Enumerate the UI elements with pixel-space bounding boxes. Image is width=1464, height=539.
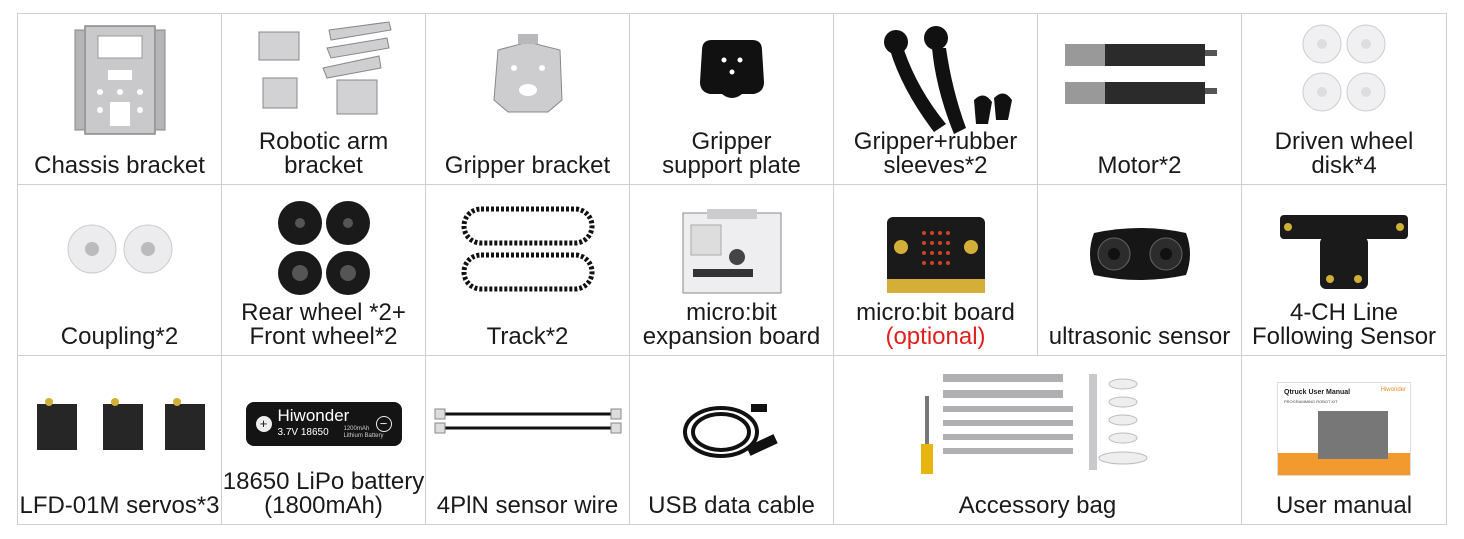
expansion-board-image bbox=[682, 209, 781, 294]
part-label: Accessory bag bbox=[958, 492, 1117, 519]
part-cell-ultrasonic-sensor: ultrasonic sensor bbox=[1038, 185, 1242, 356]
part-cell-gripper-bracket: Gripper bracket bbox=[426, 14, 630, 185]
part-cell-motor: Motor*2 bbox=[1038, 14, 1242, 185]
part-label: USB data cable bbox=[648, 492, 815, 519]
gripper-bracket-image bbox=[492, 34, 563, 113]
optional-note: (optional) bbox=[885, 323, 986, 350]
robotic-arm-bracket-image bbox=[258, 21, 392, 115]
part-label: Coupling*2 bbox=[60, 323, 179, 350]
wheels-image bbox=[277, 201, 370, 295]
part-cell-sensor-wire: 4PlN sensor wire bbox=[426, 356, 630, 525]
minus-icon: − bbox=[375, 416, 392, 432]
battery-capacity: 1200mAh bbox=[343, 426, 370, 432]
part-label: User manual bbox=[1275, 492, 1413, 519]
battery-type: Lithium Battery bbox=[343, 433, 384, 439]
manual-robot-photo bbox=[1318, 411, 1388, 459]
part-cell-track: Track*2 bbox=[426, 185, 630, 356]
part-cell-coupling: Coupling*2 bbox=[18, 185, 222, 356]
part-label: Rear wheel *2+Front wheel*2 bbox=[241, 299, 406, 350]
user-manual-image: Qtruck User Manual PROGRAMMING ROBOT KIT… bbox=[1277, 382, 1411, 476]
part-cell-servos: LFD-01M servos*3 bbox=[18, 356, 222, 525]
part-cell-microbit-board: micro:bit board(optional) bbox=[834, 185, 1038, 356]
track-image bbox=[461, 206, 594, 292]
accessory-bag-image bbox=[920, 374, 1147, 474]
part-label: 18650 LiPo battery(1800mAh) bbox=[222, 468, 425, 519]
part-label: micro:bit board(optional) bbox=[834, 301, 1037, 349]
chassis-bracket-image bbox=[74, 25, 165, 135]
part-cell-usb-cable: USB data cable bbox=[630, 356, 834, 525]
part-label: Motor*2 bbox=[1097, 152, 1182, 179]
manual-title: Qtruck User Manual bbox=[1284, 389, 1351, 396]
part-label: LFD-01M servos*3 bbox=[19, 492, 220, 519]
driven-wheel-disk-image bbox=[1302, 24, 1386, 112]
motor-image bbox=[1064, 44, 1217, 104]
usb-cable-image bbox=[682, 404, 778, 458]
part-cell-wheels: Rear wheel *2+Front wheel*2 bbox=[222, 185, 426, 356]
part-cell-chassis-bracket: Chassis bracket bbox=[18, 14, 222, 185]
manual-subtitle: PROGRAMMING ROBOT KIT bbox=[1284, 399, 1338, 404]
part-label: Gripper bracket bbox=[444, 152, 611, 179]
gripper-support-plate-image bbox=[699, 40, 764, 98]
part-cell-user-manual: Qtruck User Manual PROGRAMMING ROBOT KIT… bbox=[1242, 356, 1446, 525]
part-label: Track*2 bbox=[486, 323, 569, 350]
battery-spec: 3.7V 18650 bbox=[277, 427, 329, 438]
sensor-wire-image bbox=[434, 408, 621, 434]
gripper-rubber-sleeves-image bbox=[883, 26, 1012, 134]
microbit-board-image bbox=[886, 217, 985, 293]
part-label: 4PlN sensor wire bbox=[436, 492, 619, 519]
part-label: ultrasonic sensor bbox=[1048, 323, 1231, 350]
plus-icon: + bbox=[255, 416, 272, 432]
servos-image bbox=[36, 398, 205, 450]
line-sensor-image bbox=[1280, 215, 1408, 289]
battery-brand: Hiwonder bbox=[277, 406, 350, 425]
coupling-image bbox=[67, 224, 172, 274]
manual-brand: Hiwonder bbox=[1380, 387, 1406, 393]
ultrasonic-sensor-image bbox=[1089, 228, 1190, 280]
part-cell-accessory-bag: Accessory bag bbox=[834, 356, 1242, 525]
part-label: Chassis bracket bbox=[34, 152, 205, 179]
